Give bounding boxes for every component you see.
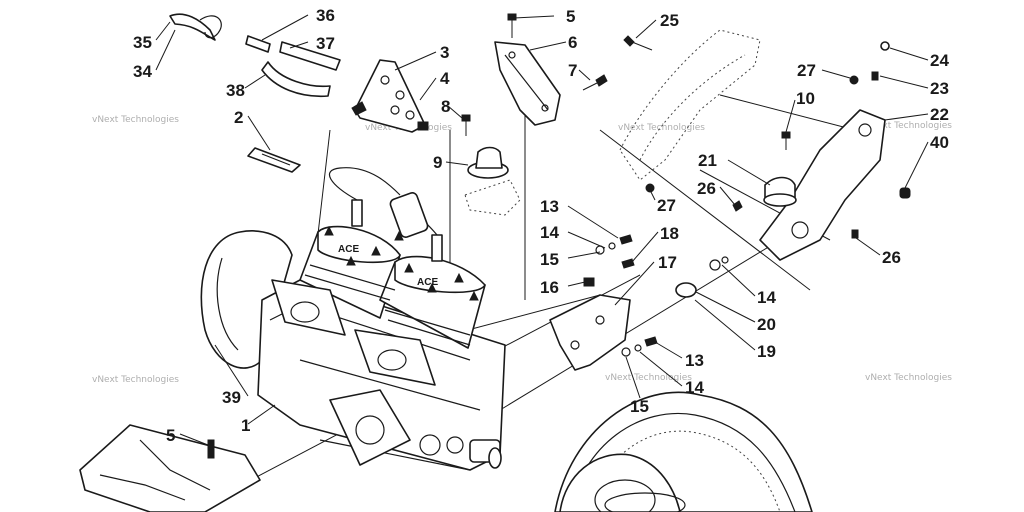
mounting-bracket <box>494 41 561 126</box>
callout-18: 18 <box>660 224 679 243</box>
head-bolts <box>324 225 479 301</box>
callout-20: 20 <box>757 315 776 334</box>
engine-block: ACE ACE <box>200 167 506 471</box>
watermark: vNext Technologies <box>865 373 952 383</box>
svg-text:ACE: ACE <box>417 277 438 288</box>
callout-14: 14 <box>540 223 559 242</box>
callout-14: 14 <box>685 378 704 397</box>
rear-engine-bracket <box>759 109 886 261</box>
reed-cover <box>351 59 429 133</box>
front-engine-bracket <box>549 294 631 371</box>
decal <box>247 147 301 173</box>
heat-shield <box>619 29 761 181</box>
callout-5: 5 <box>566 7 575 26</box>
callout-21: 21 <box>698 151 717 170</box>
callout-22: 22 <box>930 105 949 124</box>
callout-36: 36 <box>316 6 335 25</box>
callout-13: 13 <box>685 351 704 370</box>
callout-38: 38 <box>226 81 245 100</box>
watermark: vNext Technologies <box>605 373 692 383</box>
callout-40: 40 <box>930 133 949 152</box>
callout-34: 34 <box>133 62 152 81</box>
callout-23: 23 <box>930 79 949 98</box>
svg-text:ACE: ACE <box>338 244 359 255</box>
callout-labels: 1 2 3 4 5 5 6 7 8 9 10 13 13 14 14 14 15… <box>133 6 949 445</box>
callout-1: 1 <box>241 416 250 435</box>
leader-lines <box>155 14 929 446</box>
rubber-mount <box>464 146 521 216</box>
callout-24: 24 <box>930 51 949 70</box>
callout-19: 19 <box>757 342 776 361</box>
callout-5: 5 <box>166 426 175 445</box>
watermark: vNext Technologies <box>92 375 179 385</box>
callout-13: 13 <box>540 197 559 216</box>
callout-15: 15 <box>540 250 559 269</box>
callout-15: 15 <box>630 397 649 416</box>
callout-37: 37 <box>316 34 335 53</box>
callout-14: 14 <box>757 288 776 307</box>
callout-2: 2 <box>234 108 243 127</box>
drive-clutch-and-belt <box>554 391 813 512</box>
callout-39: 39 <box>222 388 241 407</box>
callout-3: 3 <box>440 43 449 62</box>
callout-8: 8 <box>441 97 450 116</box>
callout-27: 27 <box>657 196 676 215</box>
callout-10: 10 <box>796 89 815 108</box>
watermark: vNext Technologies <box>92 115 179 125</box>
callout-26: 26 <box>697 179 716 198</box>
callout-9: 9 <box>433 153 442 172</box>
callout-6: 6 <box>568 33 577 52</box>
callout-26: 26 <box>882 248 901 267</box>
callout-4: 4 <box>440 69 450 88</box>
front-mount-plate <box>79 424 261 512</box>
callout-7: 7 <box>568 61 577 80</box>
callout-17: 17 <box>658 253 677 272</box>
fasteners <box>461 13 911 357</box>
watermark: vNext Technologies <box>865 121 952 131</box>
watermark: vNext Technologies <box>618 123 705 133</box>
callout-27: 27 <box>797 61 816 80</box>
callout-35: 35 <box>133 33 152 52</box>
hoses <box>169 13 341 98</box>
callout-25: 25 <box>660 11 679 30</box>
callout-16: 16 <box>540 278 559 297</box>
